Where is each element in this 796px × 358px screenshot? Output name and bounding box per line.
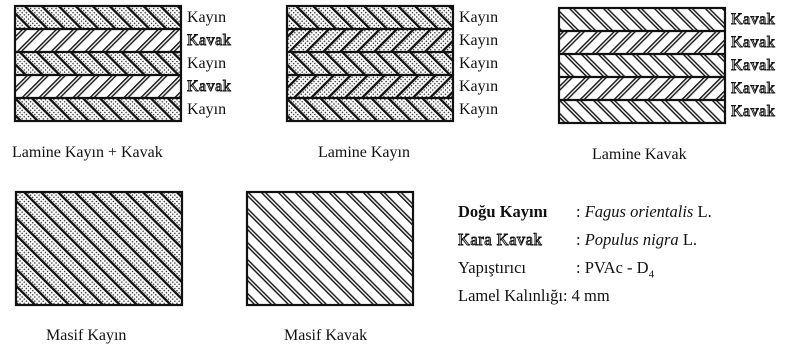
legend-sep: : [576, 258, 585, 277]
legend-sep: : [562, 286, 572, 305]
panel2-label-2: Kayın [459, 32, 499, 49]
legend-value: Fagus orientalis [584, 202, 694, 221]
solid-kavak-sample [245, 190, 415, 307]
caption-lamine-kavak: Lamine Kavak [592, 146, 687, 163]
legend-term: Kara Kavak [458, 230, 543, 250]
panel-lamine-kayin-kavak [13, 4, 183, 123]
legend-value: 4 mm [571, 286, 610, 305]
legend-value: PVAc - D [584, 258, 649, 277]
panel2-label-4: Kayın [459, 78, 499, 95]
legend-term: Lamel Kalınlığı [458, 286, 563, 305]
legend-sep: : [576, 202, 585, 221]
panel-lamine-kavak [557, 6, 727, 125]
panel2-label-5: Kayın [459, 101, 499, 118]
panel1-label-5: Kayın [187, 101, 227, 118]
panel2-layer4 [287, 75, 453, 98]
panel3-label-4: Kavak [731, 80, 776, 97]
panel2-label-1: Kayın [459, 9, 499, 26]
legend-suffix: L. [693, 202, 712, 221]
legend-term: Doğu Kayını [458, 202, 548, 221]
panel2-layer2 [287, 29, 453, 52]
legend-sep: : [576, 230, 585, 249]
panel3-layer5 [559, 100, 725, 123]
panel1-layer4 [15, 75, 181, 98]
caption-masif-kayin: Masif Kayın [46, 327, 127, 344]
panel2-layer3 [287, 52, 453, 75]
legend-suffix: L. [678, 230, 698, 249]
panel-lamine-kayin [285, 4, 455, 123]
panel2-layer5 [287, 98, 453, 121]
legend-term: Yapıştırıcı [458, 258, 526, 277]
legend-row-lamel-kalinligi: Lamel Kalınlığı: 4 mm [458, 286, 610, 306]
caption-lamine-kayin-kavak: Lamine Kayın + Kavak [12, 144, 163, 161]
panel1-label-2: Kavak [187, 32, 232, 49]
panel1-label-4: Kavak [187, 78, 232, 95]
caption-lamine-kayin: Lamine Kayın [318, 144, 410, 161]
panel1-layer1 [15, 6, 181, 29]
panel3-label-2: Kavak [731, 34, 776, 51]
panel3-layer1 [559, 8, 725, 31]
panel1-layer5 [15, 98, 181, 121]
panel3-label-5: Kavak [731, 103, 776, 120]
legend-row-yapistirici: Yapıştırıcı: PVAc - D4 [458, 258, 654, 280]
panel2-layer1 [287, 6, 453, 29]
panel3-layer3 [559, 54, 725, 77]
panel2-label-3: Kayın [459, 55, 499, 72]
panel3-layer2 [559, 31, 725, 54]
panel1-label-3: Kayın [187, 55, 227, 72]
panel1-layer3 [15, 52, 181, 75]
legend-subscript: 4 [648, 268, 655, 281]
legend-row-dogu-kayini: Doğu Kayını: Fagus orientalis L. [458, 202, 712, 222]
panel3-label-3: Kavak [731, 57, 776, 74]
solid-kayin-sample [14, 190, 184, 307]
caption-masif-kavak: Masif Kavak [284, 327, 368, 344]
panel1-layer2 [15, 29, 181, 52]
legend-row-kara-kavak: Kara Kavak: Populus nigra L. [458, 230, 697, 250]
panel3-label-1: Kavak [731, 11, 776, 28]
panel1-label-1: Kayın [187, 9, 227, 26]
panel3-layer4 [559, 77, 725, 100]
legend-value: Populus nigra [584, 230, 679, 249]
